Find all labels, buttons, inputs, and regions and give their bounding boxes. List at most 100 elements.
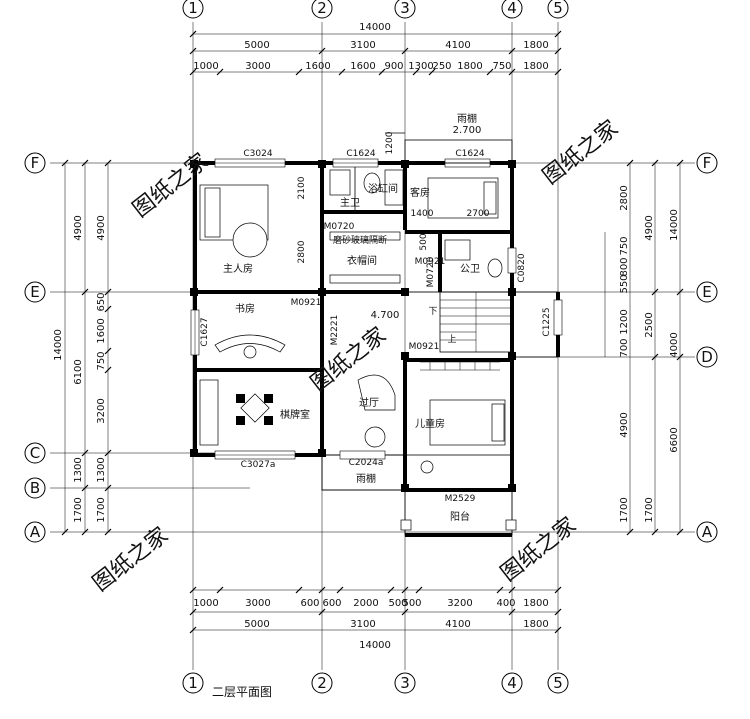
bottom-fine-9: 400 — [496, 598, 515, 609]
room-kids: 儿童房 — [415, 417, 445, 430]
room-study: 书房 — [235, 302, 255, 315]
room-balcony: 阳台 — [450, 510, 470, 523]
left-fine-1: 4900 — [96, 215, 107, 240]
tag-c2024a: C2024a — [349, 458, 384, 468]
bottom-fine-8: 3200 — [447, 598, 472, 609]
watermark-2: 图纸之家 — [538, 116, 623, 190]
room-master-bath: 主卫 — [340, 197, 360, 209]
tag-c1627: C1627 — [200, 317, 210, 346]
side-dimensions — [64, 163, 681, 532]
dim-2700: 2700 — [467, 209, 490, 219]
axis-right-A: A — [702, 523, 713, 541]
top-dimension-text: 14000 5000 3100 4100 1800 1000 3000 1600… — [193, 22, 548, 72]
axis-bottom-4: 4 — [507, 674, 517, 692]
staircase — [420, 291, 513, 371]
right-fine-8: 1700 — [619, 497, 630, 522]
elevation-4700: 4.700 — [371, 310, 400, 321]
left-fine-3: 1600 — [96, 318, 107, 343]
tag-c1624b: C1624 — [455, 149, 484, 159]
top-mid-1: 5000 — [244, 40, 269, 51]
tag-c3027a: C3027a — [241, 460, 276, 470]
tag-m0720a: M0720 — [324, 222, 355, 232]
right-total: 14000 — [669, 209, 680, 241]
right-fine-3: 800 — [619, 257, 630, 276]
elevation-2700: 2.700 — [453, 125, 482, 136]
room-hall: 过厅 — [359, 396, 379, 409]
left-fine-6: 1300 — [96, 457, 107, 482]
top-mid-3: 4100 — [445, 40, 470, 51]
axis-markers-bottom: 1 2 3 4 5 — [182, 672, 569, 694]
dim-2100: 2100 — [297, 176, 307, 199]
left-dimension-text: 14000 4900 6100 1300 1700 4900 650 1600 … — [53, 215, 107, 522]
drawing-title: 二层平面图 — [212, 685, 273, 699]
top-fine-3: 1600 — [305, 61, 330, 72]
axis-markers-top: 1 2 3 4 5 — [182, 0, 569, 19]
top-fine-5: 900 — [384, 61, 403, 72]
bottom-fine-1: 1000 — [193, 598, 218, 609]
top-fine-1: 1000 — [193, 61, 218, 72]
left-total: 14000 — [53, 329, 64, 361]
right-mid-3: 6600 — [669, 427, 680, 452]
axis-left-B: B — [30, 479, 40, 497]
left-fine-2: 650 — [96, 292, 107, 311]
bottom-fine-3: 600 — [300, 598, 319, 609]
right-fine-1: 2800 — [619, 185, 630, 210]
furniture — [199, 169, 506, 474]
top-ticks — [189, 30, 562, 634]
room-canopy-bottom: 雨棚 — [356, 472, 376, 485]
room-master-bedroom: 主人房 — [223, 262, 253, 275]
axis-top-1: 1 — [188, 0, 198, 17]
dim-1400: 1400 — [411, 209, 434, 219]
right-fine-2: 750 — [619, 236, 630, 255]
axis-right-E: E — [702, 283, 711, 301]
left-fine-4: 750 — [96, 351, 107, 370]
top-mid-4: 1800 — [523, 40, 548, 51]
bottom-mid-1: 5000 — [244, 619, 269, 630]
bottom-mid-2: 3100 — [350, 619, 375, 630]
axis-right-F: F — [703, 154, 712, 172]
left-mid-4: 1700 — [73, 497, 84, 522]
left-mid-1: 4900 — [73, 215, 84, 240]
top-fine-6: 1300 — [408, 61, 433, 72]
axis-top-4: 4 — [507, 0, 517, 17]
room-chess: 棋牌室 — [280, 408, 310, 421]
axis-top-5: 5 — [553, 0, 563, 17]
bottom-fine-10: 1800 — [523, 598, 548, 609]
left-fine-5: 3200 — [96, 398, 107, 423]
tag-m0921a: M0921 — [291, 298, 322, 308]
dim-500: 500 — [419, 233, 429, 250]
bottom-fine-7: 500 — [402, 598, 421, 609]
axis-left-E: E — [30, 283, 39, 301]
tag-m0921c: M0921 — [409, 342, 440, 352]
bottom-fine-4: 600 — [322, 598, 341, 609]
top-fine-8: 1800 — [457, 61, 482, 72]
axis-top-2: 2 — [317, 0, 327, 17]
top-fine-7: 250 — [432, 61, 451, 72]
tag-c1624a: C1624 — [346, 149, 375, 159]
axis-bottom-1: 1 — [188, 674, 198, 692]
top-mid-2: 3100 — [350, 40, 375, 51]
right-fine-5: 1200 — [619, 309, 630, 334]
tag-m0720b: M0720 — [426, 256, 436, 287]
top-dimensions — [193, 33, 558, 631]
axis-right-D: D — [701, 348, 713, 366]
bottom-total: 14000 — [359, 640, 391, 651]
room-labels: 主人房 主卫 浴缸间 客房 公卫 衣帽间 磨砂玻璃隔断 书房 棋牌室 过厅 儿童… — [223, 112, 480, 523]
right-fine-4: 550 — [619, 274, 630, 293]
top-fine-9: 750 — [492, 61, 511, 72]
rain-canopy-top — [385, 132, 513, 164]
left-mid-2: 6100 — [73, 359, 84, 384]
axis-top-3: 3 — [400, 0, 410, 17]
room-guest: 客房 — [410, 186, 430, 199]
bottom-dimension-text: 1000 3000 600 600 2000 500 500 3200 400 … — [193, 598, 548, 651]
left-fine-7: 1700 — [96, 497, 107, 522]
axis-left-F: F — [31, 154, 40, 172]
tag-m2529: M2529 — [445, 494, 476, 504]
room-frosted-glass: 磨砂玻璃隔断 — [333, 234, 387, 246]
watermarks: 图纸之家 图纸之家 图纸之家 图纸之家 图纸之家 — [88, 116, 623, 597]
room-cloakroom: 衣帽间 — [347, 254, 377, 267]
left-mid-3: 1300 — [73, 457, 84, 482]
room-bathtub: 浴缸间 — [368, 182, 398, 195]
watermark-4: 图纸之家 — [88, 523, 173, 597]
tag-c0820: C0820 — [517, 253, 527, 282]
